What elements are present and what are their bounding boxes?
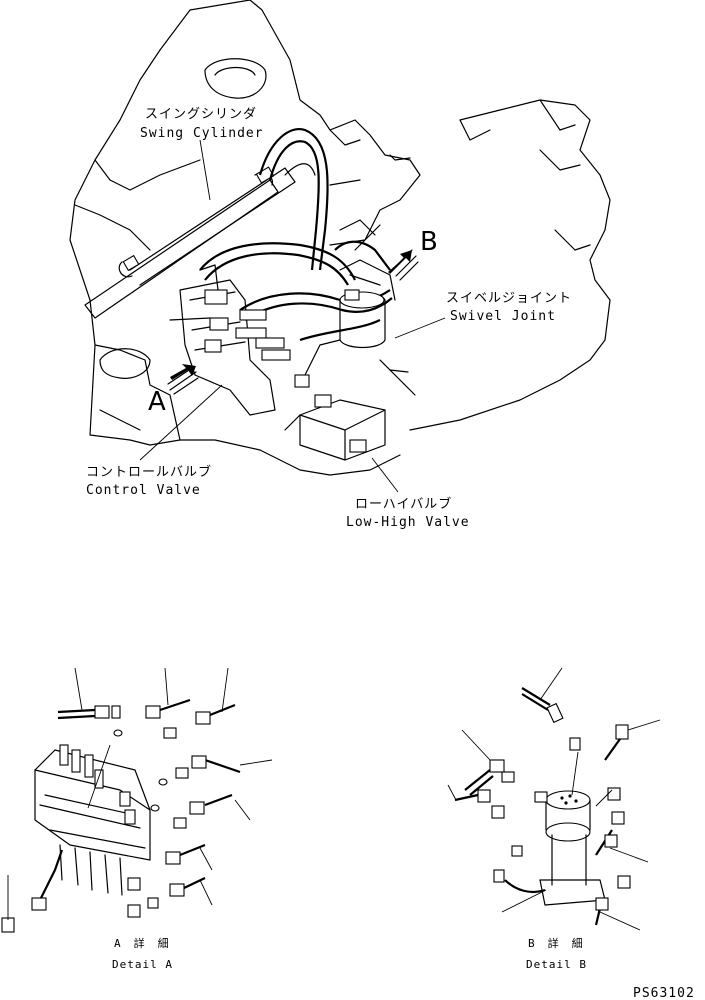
upper-frame-outline	[159, 0, 421, 246]
low-high-valve-label-en: Low-High Valve	[346, 515, 470, 530]
detail-a-title-jp: A 詳 細	[114, 936, 170, 950]
low-high-valve-label-jp: ローハイバルブ	[355, 496, 452, 512]
view-b-letter: B	[420, 227, 438, 257]
leader-low-high-valve	[371, 457, 399, 493]
control-valve	[169, 264, 291, 416]
detail-b-title-en: Detail B	[526, 958, 587, 971]
right-deck-outline	[409, 99, 611, 431]
view-arrow-a	[167, 364, 199, 395]
leader-control-valve	[139, 384, 223, 461]
swing-cylinder-label-jp: スイングシリンダ	[145, 107, 257, 122]
detail-a-valve-bank	[34, 769, 151, 861]
view-a-letter: A	[148, 387, 166, 417]
control-valve-label-en: Control Valve	[86, 483, 201, 498]
swivel-joint	[339, 259, 416, 396]
low-high-valve	[284, 339, 386, 461]
detail-b-swivel-top	[545, 790, 591, 810]
hydraulic-hoses	[199, 127, 393, 342]
swivel-joint-label-jp: スイベルジョイント	[446, 291, 572, 306]
lower-frame-outline	[89, 299, 401, 476]
drawing-number: PS63102	[633, 986, 695, 1000]
view-arrow-b	[388, 249, 419, 281]
leader-swivel-joint	[394, 317, 446, 339]
main-assembly-view: スイングシリンダ Swing Cylinder スイベルジョイント Swivel…	[69, 0, 611, 530]
swing-cylinder-label-en: Swing Cylinder	[140, 126, 264, 141]
detail-a-view: A 詳 細 Detail A	[1, 667, 273, 971]
detail-b-view: B 詳 細 Detail B	[447, 667, 661, 971]
detail-a-title-en: Detail A	[112, 958, 173, 971]
control-valve-label-jp: コントロールバルブ	[86, 464, 212, 480]
swivel-joint-label-en: Swivel Joint	[450, 309, 556, 324]
swing-cylinder	[84, 166, 296, 319]
detail-b-title-jp: B 詳 細	[528, 936, 584, 950]
leader-swing-cylinder	[199, 139, 211, 201]
